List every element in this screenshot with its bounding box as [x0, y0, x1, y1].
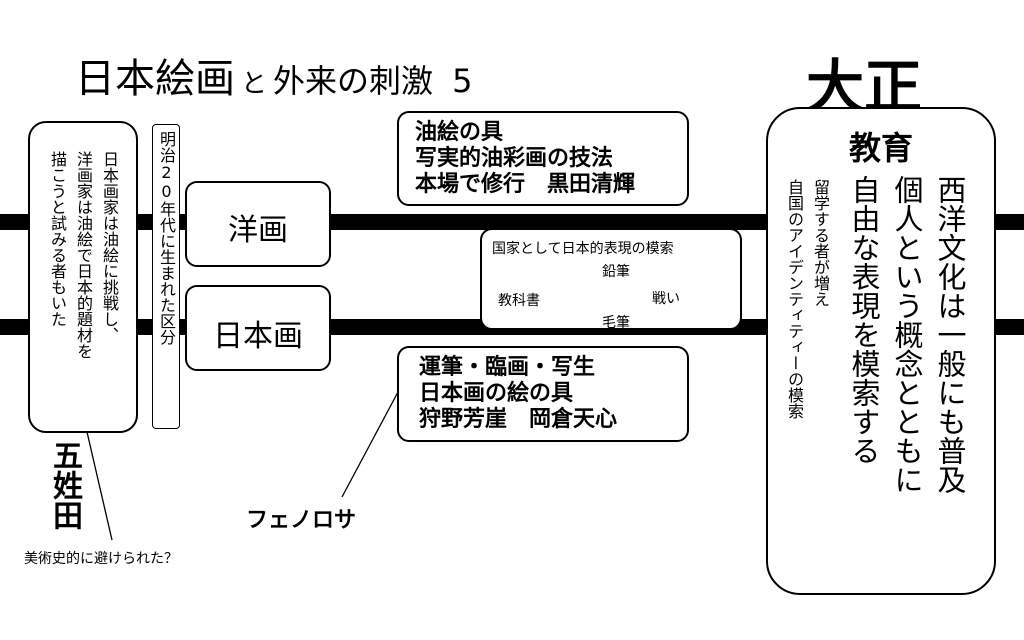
education-line-5: 自国のアイデンティティーの模索	[785, 179, 804, 419]
japanese-details-box: 運筆・臨画・写生 日本画の絵の具 狩野芳崖 岡倉天心	[397, 346, 689, 442]
left-note-text: 日本画家は油絵に挑戦し、 洋画家は油絵で日本的題材を 描こうと試みる者もいた	[44, 151, 122, 359]
education-line-2: 個人という概念とともに	[890, 175, 924, 494]
education-heading: 教育	[848, 129, 913, 167]
western-details-box: 油絵の具 写実的油彩画の技法 本場で修行 黒田清輝	[397, 111, 689, 206]
education-line-3: 自由な表現を模索する	[847, 175, 881, 465]
goseida-label: 五姓田	[47, 440, 82, 530]
pencil-label: 鉛筆	[602, 264, 630, 280]
japanese-details-text: 運筆・臨画・写生 日本画の絵の具 狩野芳崖 岡倉天心	[419, 355, 617, 433]
title-main: 日本絵画	[75, 56, 235, 102]
meiji-era-text: 明治20年代に生まれた区分	[157, 131, 176, 345]
japanese-painting-box: 日本画	[185, 285, 331, 371]
title-number: 5	[452, 62, 473, 100]
left-note-line: 洋画家は油絵で日本的題材を	[74, 151, 93, 359]
fenollosa-label: フェノロサ	[246, 508, 357, 533]
title-connector: と	[241, 69, 268, 99]
left-note-line: 描こうと試みる者もいた	[48, 151, 67, 327]
western-details-line: 写実的油彩画の技法	[415, 146, 614, 171]
education-line-4: 留学する者が増え	[811, 179, 830, 307]
national-expression-box: 国家として日本的表現の模索 教科書 鉛筆 戦い 毛筆	[480, 228, 742, 331]
japanese-details-line: 狩野芳崖 岡倉天心	[419, 407, 618, 432]
western-details-line: 油絵の具	[415, 120, 504, 145]
brush-label: 毛筆	[602, 315, 630, 331]
title-sub: 外来の刺激	[273, 62, 434, 100]
fenollosa-connector	[341, 391, 399, 498]
western-details-text: 油絵の具 写実的油彩画の技法 本場で修行 黒田清輝	[415, 120, 635, 198]
western-painting-box: 洋画	[185, 181, 331, 267]
education-line-1: 西洋文化は一般にも普及	[933, 175, 967, 494]
goseida-note: 美術史的に避けられた？	[24, 551, 178, 567]
western-painting-label: 洋画	[228, 213, 288, 248]
western-details-line: 本場で修行 黒田清輝	[415, 172, 636, 197]
education-box: 教育 西洋文化は一般にも普及 個人という概念とともに 自由な表現を模索する 留学…	[766, 107, 996, 595]
meiji-era-box: 明治20年代に生まれた区分	[152, 124, 180, 429]
national-expression-heading: 国家として日本的表現の模索	[492, 241, 674, 257]
japanese-painting-label: 日本画	[213, 319, 303, 354]
japanese-details-line: 運筆・臨画・写生	[419, 355, 596, 380]
textbook-label: 教科書	[498, 293, 540, 309]
left-note-box: 日本画家は油絵に挑戦し、 洋画家は油絵で日本的題材を 描こうと試みる者もいた	[28, 121, 138, 433]
japanese-details-line: 日本画の絵の具	[419, 381, 574, 406]
page-title: 日本絵画と外来の刺激 5	[75, 46, 472, 104]
battle-label: 戦い	[652, 291, 680, 307]
left-note-line: 日本画家は油絵に挑戦し、	[100, 151, 119, 343]
gosei-connector	[86, 431, 113, 541]
